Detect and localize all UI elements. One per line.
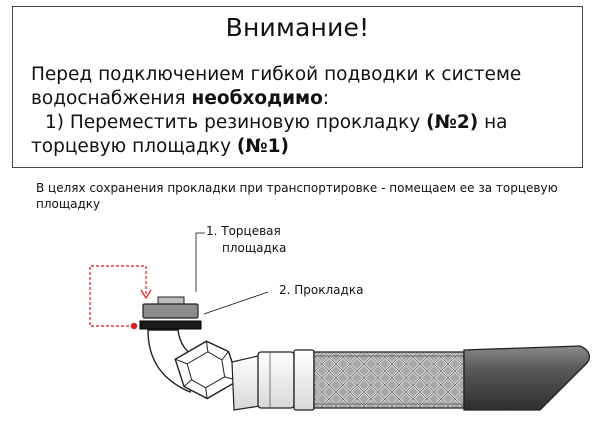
move-origin-dot [130,322,138,330]
notice-step-suffix: на [478,112,508,133]
move-arrow-head [140,289,152,300]
notice-line-2-emphasis: необходимо [191,88,323,109]
end-face-base [142,303,199,319]
notice-step-1: 1) Переместить резиновую прокладку (№2) … [31,111,576,135]
transition-sleeve [231,355,261,411]
notice-step-gasket-ref: (№2) [426,112,479,133]
move-path-dashed [89,265,147,327]
label-gasket: 2. Прокладка [279,283,363,297]
crimp-collar [293,349,315,411]
notice-body: Перед подключением гибкой подводки к сис… [31,63,576,159]
end-face-part [157,296,185,305]
notice-line-4-text: торцевую площадку [31,136,237,157]
notice-line-1: Перед подключением гибкой подводки к сис… [31,64,522,85]
label-gasket-leader [203,291,269,315]
hex-nut [174,340,240,400]
notice-step-text: 1) Переместить резиновую прокладку [45,112,427,133]
braided-hose [313,351,465,409]
gasket-part [139,320,202,330]
label-end-face-line2: площадка [222,241,286,255]
transport-caption: В целях сохранения прокладки при транспо… [36,181,558,211]
notice-title: Внимание! [225,13,370,42]
label-end-face: 1. Торцевая [206,224,281,238]
pipe-end [463,345,591,411]
warning-notice-box: Внимание! Перед подключением гибкой подв… [12,6,583,168]
crimp-sleeve [257,351,295,409]
notice-line-4-face-ref: (№1) [236,136,289,157]
notice-line-2-text: водоснабжения [31,88,192,109]
notice-line-2-colon: : [322,88,330,109]
